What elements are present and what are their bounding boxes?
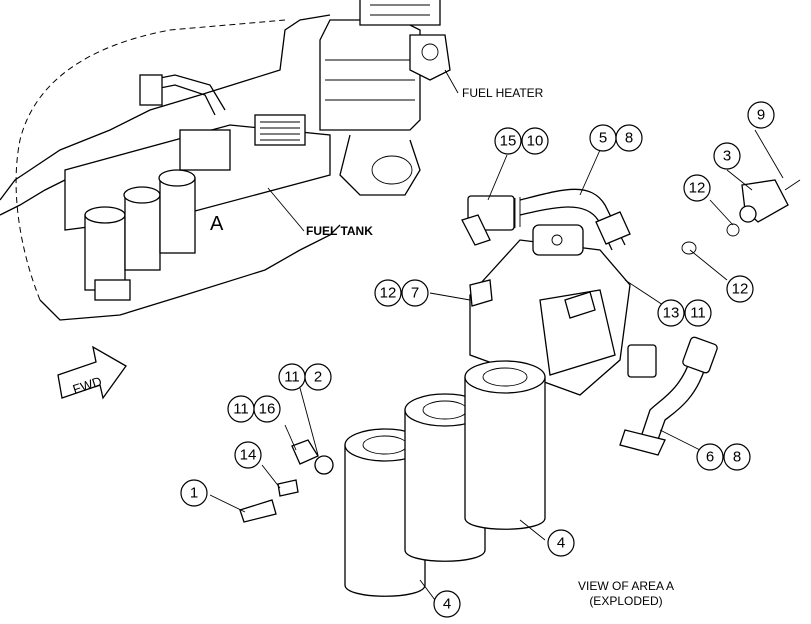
view-caption-line1: VIEW OF AREA A: [578, 579, 674, 593]
svg-text:12: 12: [380, 285, 397, 302]
callout-12-left: 12: [374, 279, 402, 307]
svg-text:11: 11: [233, 401, 249, 418]
mini-filter-assembly: [64, 74, 331, 301]
callout-11-left: 11: [227, 395, 255, 423]
callout-6: 6: [696, 443, 724, 471]
callout-5: 5: [589, 124, 617, 152]
callout-12-right: 12: [726, 275, 754, 303]
svg-text:5: 5: [599, 130, 607, 147]
forward-arrow-icon: FWD: [57, 345, 127, 400]
svg-text:11: 11: [284, 369, 300, 386]
fuel-filter-3: [464, 360, 546, 530]
svg-text:6: 6: [706, 449, 714, 466]
callout-4-right: 4: [547, 529, 575, 557]
svg-text:11: 11: [690, 305, 706, 322]
svg-text:14: 14: [240, 447, 257, 464]
svg-text:4: 4: [557, 535, 565, 552]
svg-text:16: 16: [259, 401, 276, 418]
callout-10: 10: [521, 127, 549, 155]
callout-15: 15: [494, 127, 522, 155]
callout-11-right: 11: [684, 299, 712, 327]
svg-text:12: 12: [732, 281, 749, 298]
hose-upper: [461, 188, 631, 251]
engine-outline: [0, 14, 341, 321]
svg-text:8: 8: [625, 130, 633, 147]
callout-13: 13: [657, 299, 685, 327]
svg-text:10: 10: [527, 133, 544, 150]
svg-text:7: 7: [411, 285, 419, 302]
view-caption-line2: (EXPLODED): [589, 594, 662, 608]
filter-head: [469, 224, 631, 396]
svg-text:12: 12: [689, 180, 706, 197]
callout-4-bottom: 4: [433, 590, 461, 618]
fuel-heater-label: FUEL HEATER: [462, 86, 544, 100]
svg-text:2: 2: [314, 369, 322, 386]
callout-9: 9: [747, 101, 775, 129]
callout-14: 14: [234, 441, 262, 469]
leader-lines: [209, 129, 784, 601]
svg-text:9: 9: [757, 107, 765, 124]
svg-text:15: 15: [500, 133, 517, 150]
callout-11-mid: 11: [278, 363, 306, 391]
callout-7: 7: [401, 279, 429, 307]
fuel-heater: [319, 0, 451, 196]
callout-2: 2: [304, 363, 332, 391]
svg-text:8: 8: [733, 449, 741, 466]
area-marker-label: A: [210, 213, 224, 235]
callout-16: 16: [253, 395, 281, 423]
svg-text:13: 13: [663, 305, 680, 322]
svg-text:4: 4: [443, 596, 451, 613]
callout-8-bottom: 8: [723, 443, 751, 471]
small-parts: [239, 439, 334, 523]
svg-text:3: 3: [723, 148, 731, 165]
fuel-tank-label: FUEL TANK: [306, 224, 373, 238]
svg-text:1: 1: [190, 485, 198, 502]
callout-12-upper: 12: [683, 174, 711, 202]
callout-3: 3: [713, 142, 741, 170]
callout-1: 1: [180, 479, 208, 507]
callout-8-top: 8: [615, 124, 643, 152]
hose-lower-right: [619, 336, 718, 456]
fitting-assembly: [681, 179, 801, 255]
